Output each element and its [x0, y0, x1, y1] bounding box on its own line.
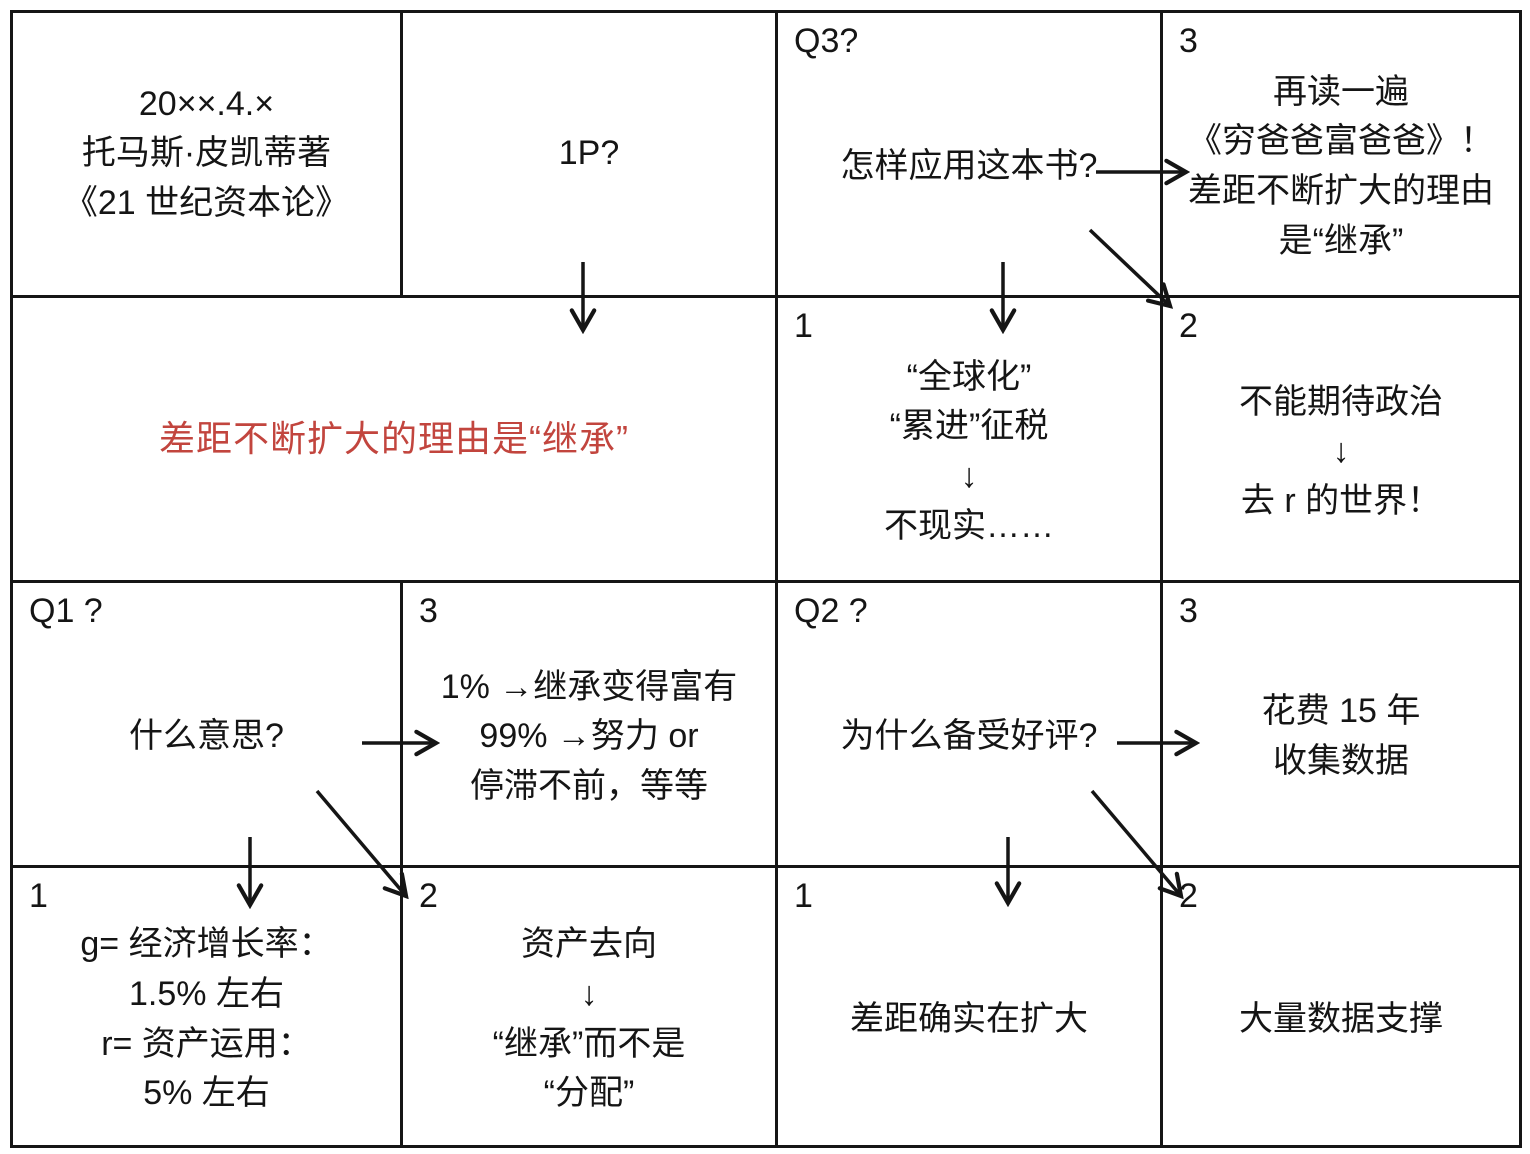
question-1-label: Q1 ?: [29, 592, 103, 630]
q3-answer-3-text: 再读一遍 《穷爸爸富爸爸》！ 差距不断扩大的理由 是“继承”: [1188, 72, 1494, 260]
cell-q1-answer-3: 3 1% →继承变得富有 99% →努力 or 停滞不前，等等: [403, 583, 778, 868]
cell-q3-answer-3: 3 再读一遍 《穷爸爸富爸爸》！ 差距不断扩大的理由 是“继承”: [1163, 13, 1519, 298]
q3-answer-1-label: 1: [794, 307, 813, 345]
q1-answer-2-label: 2: [419, 877, 438, 915]
cell-question-2: Q2 ? 为什么备受好评?: [778, 583, 1163, 868]
one-page-label: 1P?: [558, 134, 620, 173]
q1-answer-3-text: 1% →继承变得富有 99% →努力 or 停滞不前，等等: [440, 667, 738, 805]
cell-one-page-summary: 1P?: [403, 13, 778, 298]
cell-q3-answer-2: 2 不能期待政治 ↓ 去 r 的世界！: [1163, 298, 1519, 583]
q3-answer-2-text: 不能期待政治 ↓ 去 r 的世界！: [1239, 382, 1443, 520]
q3-answer-1-text: “全球化” “累进”征税 ↓ 不现实……: [884, 357, 1054, 545]
q2-answer-2-text: 大量数据支撑: [1239, 999, 1443, 1038]
q2-answer-1-text: 差距确实在扩大: [850, 999, 1088, 1038]
question-3-label: Q3?: [794, 22, 859, 60]
reading-note-grid: 20××.4.× 托马斯·皮凯蒂著 《21 世纪资本论》 1P? Q3? 怎样应…: [10, 10, 1522, 1148]
q2-answer-3-label: 3: [1179, 592, 1198, 630]
cell-book-title: 20××.4.× 托马斯·皮凯蒂著 《21 世纪资本论》: [13, 13, 403, 298]
cell-q2-answer-3: 3 花费 15 年 收集数据: [1163, 583, 1519, 868]
question-2-text: 为什么备受好评?: [840, 717, 1098, 756]
cell-q1-answer-2: 2 资产去向 ↓ “继承”而不是 “分配”: [403, 868, 778, 1145]
q1-answer-1-text: g= 经济增长率： 1.5% 左右 r= 资产运用： 5% 左右: [80, 925, 333, 1113]
q1-answer-2-text: 资产去向 ↓ “继承”而不是 “分配”: [492, 925, 686, 1113]
q2-answer-2-label: 2: [1179, 877, 1198, 915]
question-2-label: Q2 ?: [794, 592, 868, 630]
q1-answer-1-label: 1: [29, 877, 48, 915]
cell-conclusion: 差距不断扩大的理由是“继承”: [13, 298, 778, 583]
cell-q2-answer-2: 2 大量数据支撑: [1163, 868, 1519, 1145]
q3-answer-3-label: 3: [1179, 22, 1198, 60]
q1-answer-3-label: 3: [419, 592, 438, 630]
q2-answer-1-label: 1: [794, 877, 813, 915]
cell-question-1: Q1 ? 什么意思?: [13, 583, 403, 868]
conclusion-text: 差距不断扩大的理由是“继承”: [159, 417, 629, 459]
cell-q2-answer-1: 1 差距确实在扩大: [778, 868, 1163, 1145]
cell-question-3: Q3? 怎样应用这本书?: [778, 13, 1163, 298]
q3-answer-2-label: 2: [1179, 307, 1198, 345]
cell-q1-answer-1: 1 g= 经济增长率： 1.5% 左右 r= 资产运用： 5% 左右: [13, 868, 403, 1145]
question-3-text: 怎样应用这本书?: [840, 147, 1098, 186]
q2-answer-3-text: 花费 15 年 收集数据: [1261, 692, 1421, 780]
book-title-text: 20××.4.× 托马斯·皮凯蒂著 《21 世纪资本论》: [63, 84, 350, 222]
cell-q3-answer-1: 1 “全球化” “累进”征税 ↓ 不现实……: [778, 298, 1163, 583]
question-1-text: 什么意思?: [129, 717, 284, 756]
